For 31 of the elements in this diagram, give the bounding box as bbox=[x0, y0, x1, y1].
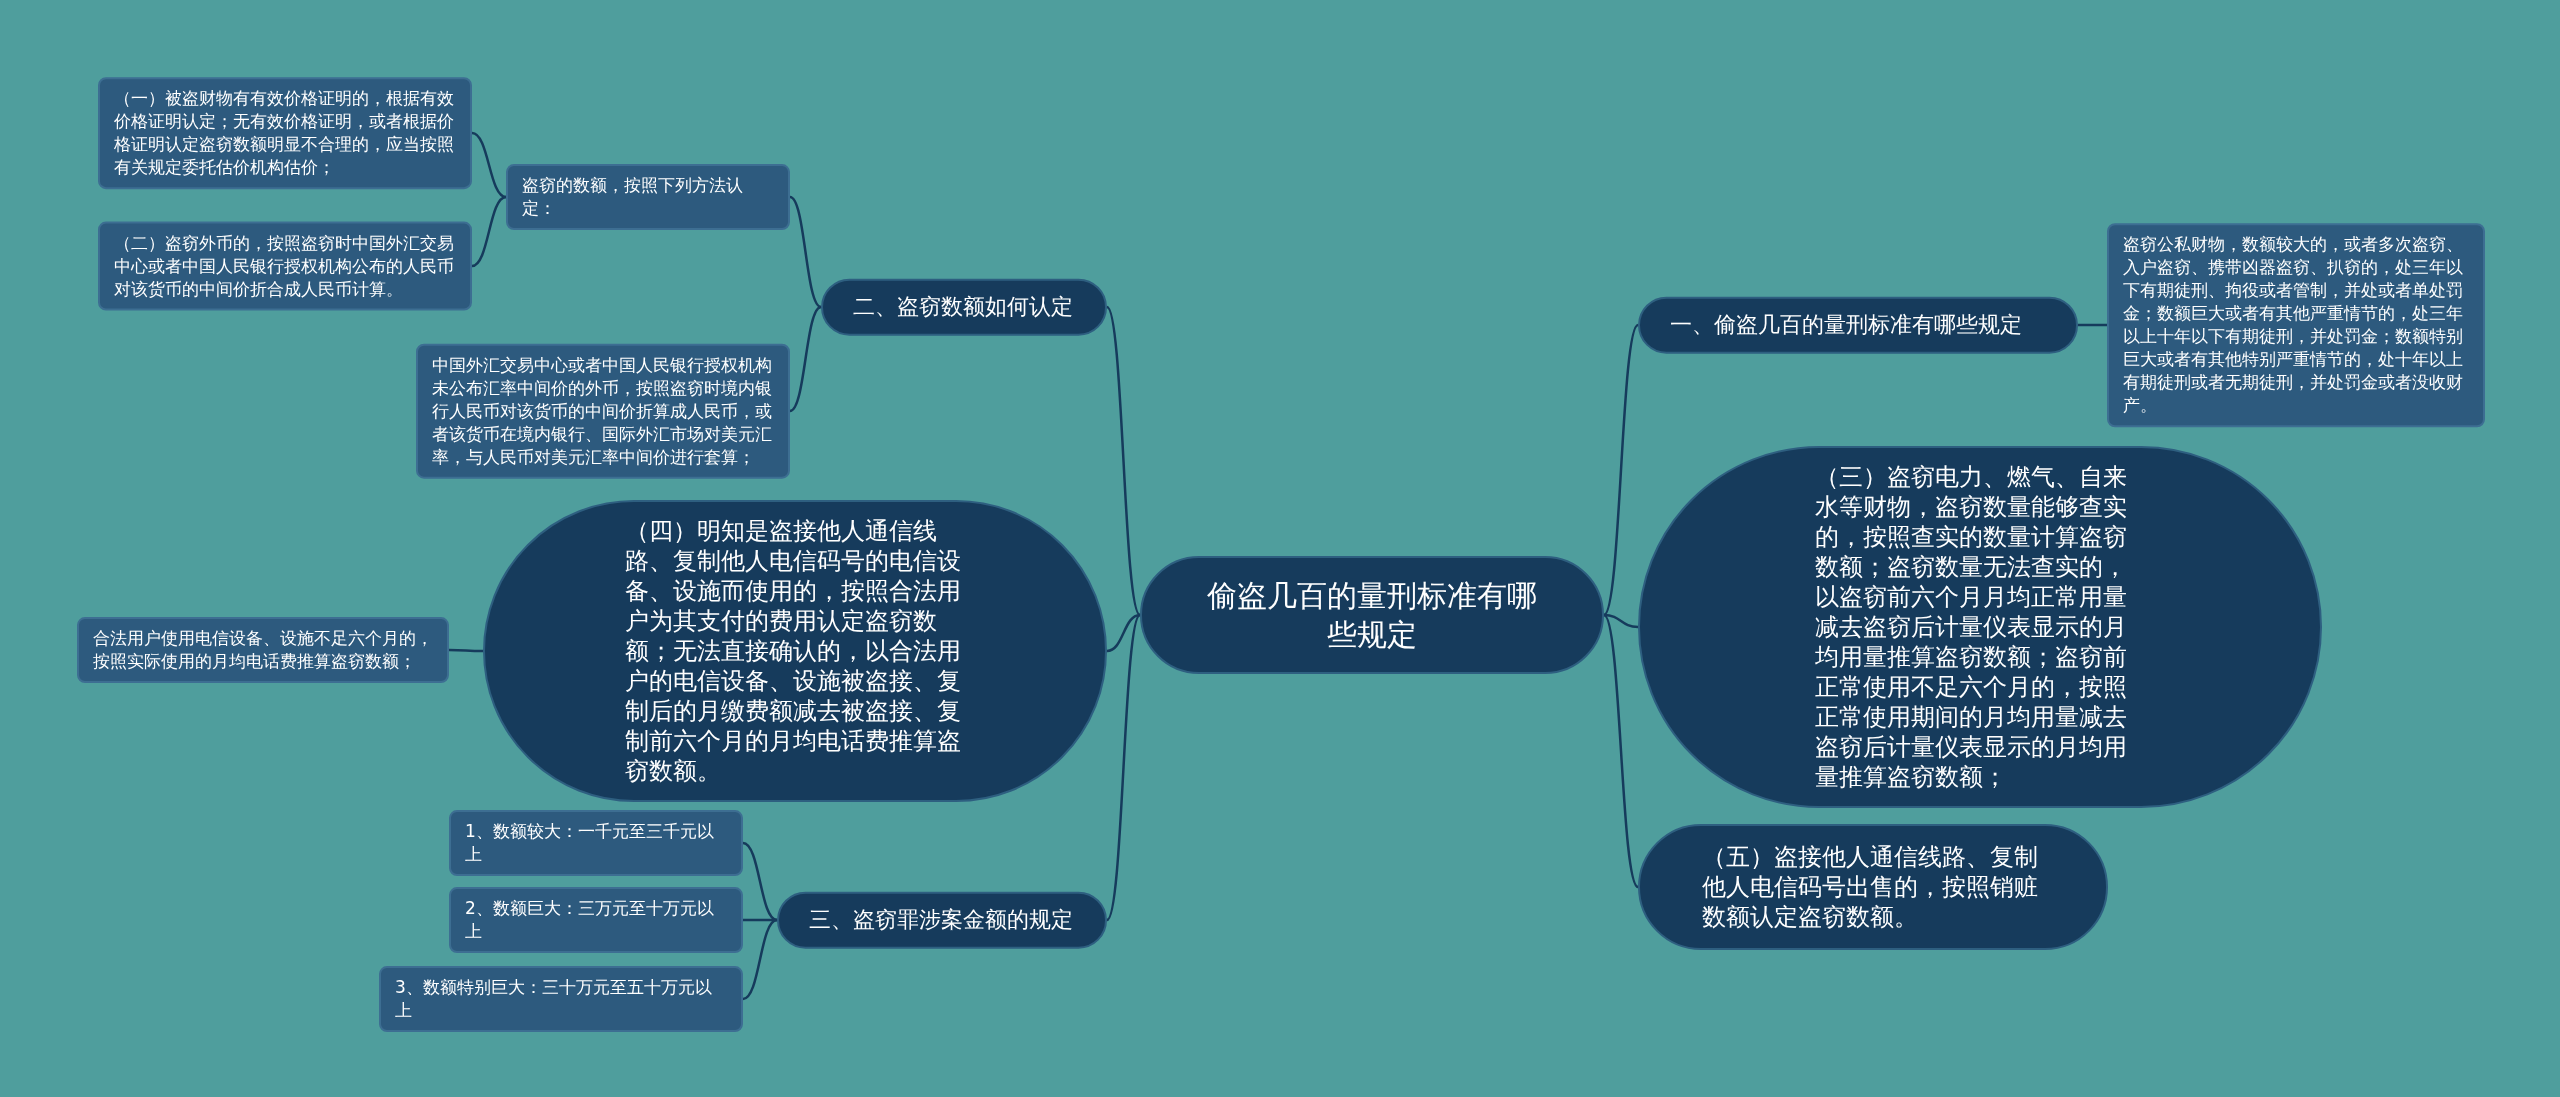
note-box: 中国外汇交易中心或者中国人民银行授权机构未公布汇率中间价的外币，按照盗窃时境内银行人民币对该货币的中间价折算成人民币，或者该货币在境内银行、国际外汇市场对美元汇率，与人民币对美元汇率中间价进行套算； bbox=[416, 343, 790, 479]
connector-line bbox=[742, 918, 778, 1001]
connector-line bbox=[1602, 324, 1640, 616]
connector-line bbox=[1105, 614, 1142, 921]
note-box: 盗窃公私财物，数额较大的，或者多次盗窃、入户盗窃、携带凶器盗窃、扒窃的，处三年以下有期徒刑、拘役或者管制，并处或者单处罚金；数额巨大或者有其他严重情节的，处三年以上十年以下有期徒刑，并处罚金；数额特别巨大或者有其他特别严重情节的，处十年以上有期徒刑或者无期徒刑，并处罚金或者没收财产。 bbox=[2107, 223, 2485, 427]
topic-bubble: （四）明知是盗接他人通信线路、复制他人电信码号的电信设备、设施而使用的，按照合法用户为其支付的费用认定盗窃数额；无法直接确认的，以合法用户的电信设备、设施被盗接、复制后的月缴费额减去被盗接、复制前六个月的月均电话费推算盗窃数额。 bbox=[483, 500, 1107, 802]
connector-line bbox=[471, 131, 507, 199]
connector-line bbox=[1603, 614, 1639, 888]
note-box: 盗窃的数额，按照下列方法认定： bbox=[506, 164, 790, 230]
central-topic: 偷盗几百的量刑标准有哪些规定 bbox=[1140, 556, 1604, 674]
connector-line bbox=[2078, 323, 2107, 327]
topic-bubble: （五）盗接他人通信线路、复制他人电信码号出售的，按照销赃数额认定盗窃数额。 bbox=[1638, 824, 2108, 950]
connector-line bbox=[743, 918, 777, 922]
topic-box: 二、盗窃数额如何认定 bbox=[821, 278, 1107, 336]
topic-box: 一、偷盗几百的量刑标准有哪些规定 bbox=[1638, 296, 2078, 354]
connector-line bbox=[789, 195, 822, 309]
note-box: （二）盗窃外币的，按照盗窃时中国外汇交易中心或者中国人民银行授权机构公布的人民币对该货币的中间价折合成人民币计算。 bbox=[98, 221, 472, 311]
note-box: 合法用户使用电信设备、设施不足六个月的，按照实际使用的月均电话费推算盗窃数额； bbox=[77, 617, 449, 683]
note-box: 3、数额特别巨大：三十万元至五十万元以上 bbox=[379, 966, 743, 1032]
connector-line bbox=[449, 648, 483, 653]
connector-line bbox=[742, 841, 778, 922]
connector-line bbox=[471, 195, 507, 268]
note-box: （一）被盗财物有有效价格证明的，根据有效价格证明认定；无有效价格证明，或者根据价格证明认定盗窃数额明显不合理的，应当按照有关规定委托估价机构估价； bbox=[98, 77, 472, 189]
connector-line bbox=[1603, 613, 1639, 629]
topic-box: 三、盗窃罪涉案金额的规定 bbox=[777, 891, 1107, 949]
note-box: 2、数额巨大：三万元至十万元以上 bbox=[449, 887, 743, 953]
connector-line bbox=[1105, 306, 1142, 616]
connector-line bbox=[789, 305, 822, 413]
topic-bubble: （三）盗窃电力、燃气、自来水等财物，盗窃数量能够查实的，按照查实的数量计算盗窃数额；盗窃数量无法查实的，以盗窃前六个月月均正常用量减去盗窃后计量仪表显示的月均用量推算盗窃数额；盗窃前正常使用不足六个月的，按照正常使用期间的月均用量减去盗窃后计量仪表显示的月均用量推算盗窃数额； bbox=[1638, 446, 2322, 808]
connector-line bbox=[1106, 613, 1141, 653]
note-box: 1、数额较大：一千元至三千元以上 bbox=[449, 810, 743, 876]
